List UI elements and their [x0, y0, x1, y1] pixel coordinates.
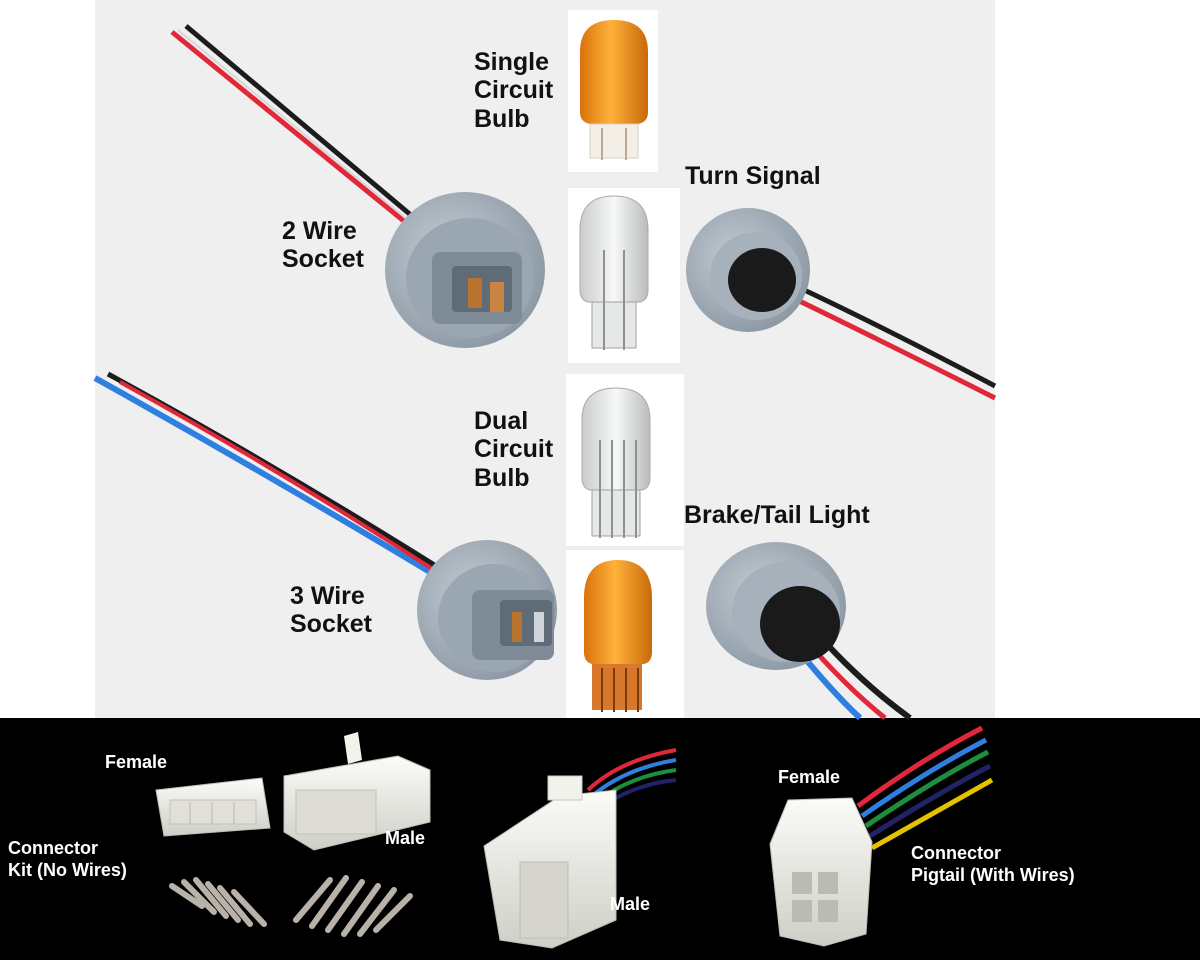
- pigtail-connector-image: [769, 725, 994, 947]
- two-wire-socket-image: [170, 24, 545, 348]
- male-connector-image: [483, 748, 677, 949]
- pigtail-female-label: Female: [778, 767, 841, 787]
- single-circuit-bulb-image: [580, 20, 648, 160]
- dual-circuit-bulb-label: Dual Circuit Bulb: [474, 407, 554, 492]
- clear-single-bulb-image: [579, 195, 649, 350]
- single-circuit-bulb-label: Single Circuit Bulb: [474, 48, 554, 133]
- connector-kit-label: Connector Kit (No Wires): [8, 838, 127, 880]
- kit-female-terminals-image: [169, 877, 267, 927]
- male-connector-label: Male: [610, 894, 651, 914]
- kit-female-label: Female: [105, 752, 168, 772]
- connector-pigtail-label: Connector Pigtail (With Wires): [911, 843, 1075, 885]
- kit-male-housing-image: [283, 732, 431, 851]
- turn-signal-label: Turn Signal: [685, 162, 821, 190]
- brake-tail-light-label: Brake/Tail Light: [684, 501, 870, 529]
- kit-male-label: Male: [385, 828, 426, 848]
- three-wire-socket-image: [93, 371, 557, 680]
- kit-female-housing-image: [155, 777, 271, 837]
- two-wire-socket-label: 2 Wire Socket: [282, 217, 364, 274]
- dual-circuit-bulb-image: [581, 387, 651, 538]
- brake-tail-socket-image: [706, 542, 912, 721]
- turn-signal-socket-image: [686, 208, 997, 401]
- amber-dual-bulb-image: [584, 560, 652, 712]
- three-wire-socket-label: 3 Wire Socket: [290, 582, 372, 639]
- kit-male-terminals-image: [293, 875, 413, 937]
